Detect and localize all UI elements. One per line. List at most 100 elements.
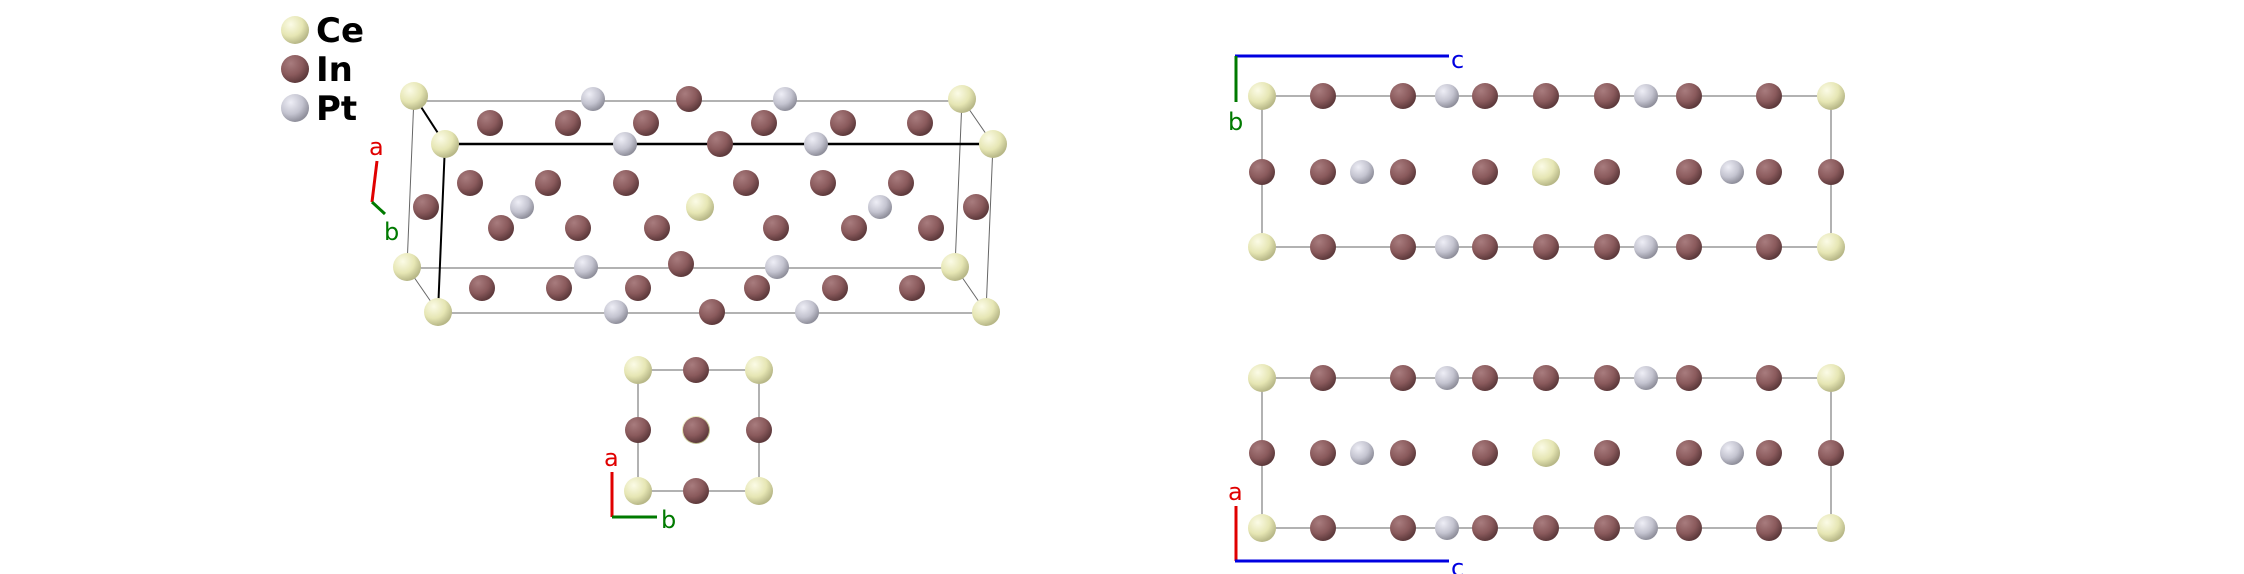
in-atom (1676, 440, 1702, 466)
in-atom (918, 215, 944, 241)
pt-atom (1720, 160, 1744, 184)
in-atom (822, 275, 848, 301)
in-atom (1676, 83, 1702, 109)
ce-atom (948, 85, 976, 113)
ce-atom (941, 253, 969, 281)
pt-atom (765, 255, 789, 279)
pt-atom (604, 300, 628, 324)
in-atom (469, 275, 495, 301)
ce-atom (1248, 82, 1276, 110)
in-atom (1390, 234, 1416, 260)
pt-atom (1350, 160, 1374, 184)
in-atom (1472, 234, 1498, 260)
perspective-view: a b (369, 82, 1007, 326)
legend-label-pt: Pt (316, 89, 357, 129)
in-atom (1594, 159, 1620, 185)
in-atom (1756, 83, 1782, 109)
in-atom (477, 110, 503, 136)
ce-atom (624, 356, 652, 384)
in-atom (1756, 159, 1782, 185)
ce-atom (1817, 82, 1845, 110)
in-atom (668, 251, 694, 277)
in-atom (1756, 515, 1782, 541)
in-atom (744, 275, 770, 301)
ce-swatch-icon (281, 16, 309, 44)
in-atom (830, 110, 856, 136)
in-atom (1310, 234, 1336, 260)
pt-atom (1634, 516, 1658, 540)
in-atom (751, 110, 777, 136)
in-atom (1310, 440, 1336, 466)
in-atom (963, 194, 989, 220)
in-atom (733, 170, 759, 196)
a-axis-label: a (369, 133, 384, 161)
legend: Ce In Pt (281, 11, 364, 129)
in-atom (1472, 159, 1498, 185)
in-atom (1390, 83, 1416, 109)
in-atom (1594, 440, 1620, 466)
in-atom (899, 275, 925, 301)
in-atom (1390, 515, 1416, 541)
pt-atom (1720, 441, 1744, 465)
in-atom (888, 170, 914, 196)
in-atom (841, 215, 867, 241)
in-atom (683, 357, 709, 383)
a-axis-label: a (604, 444, 619, 472)
in-atom (676, 86, 702, 112)
pt-atom (510, 195, 534, 219)
pt-atom (804, 132, 828, 156)
in-swatch-icon (281, 55, 309, 83)
legend-label-in: In (316, 50, 353, 90)
in-atom (1472, 83, 1498, 109)
ce-atom (1248, 364, 1276, 392)
ce-atom (1248, 233, 1276, 261)
in-atom (1756, 440, 1782, 466)
ce-atom (1532, 439, 1560, 467)
view-along-c: a b (604, 356, 773, 534)
in-atom (1818, 159, 1844, 185)
ce-atom (972, 298, 1000, 326)
in-atom (1594, 234, 1620, 260)
in-atom (810, 170, 836, 196)
in-atom (633, 110, 659, 136)
b-axis-label: b (661, 506, 676, 534)
pt-atom (868, 195, 892, 219)
pt-atom (574, 255, 598, 279)
in-atom (763, 215, 789, 241)
in-atom (1472, 365, 1498, 391)
pt-atom (773, 87, 797, 111)
pt-atom (1435, 235, 1459, 259)
pt-atom (1634, 235, 1658, 259)
unit-cell-edge (954, 98, 963, 268)
in-atom (1676, 515, 1702, 541)
in-atom (1472, 440, 1498, 466)
ce-atom (979, 130, 1007, 158)
in-atom (1310, 83, 1336, 109)
in-atom (1676, 159, 1702, 185)
in-atom (625, 275, 651, 301)
ce-atom (1817, 233, 1845, 261)
in-atom (1594, 515, 1620, 541)
ce-atom (1248, 514, 1276, 542)
pt-atom (1435, 84, 1459, 108)
ce-atom (1817, 514, 1845, 542)
pt-atom (1350, 441, 1374, 465)
view-along-a: c b (1228, 46, 1845, 261)
pt-atom (795, 300, 819, 324)
in-atom (707, 131, 733, 157)
in-atom (699, 299, 725, 325)
in-atom (683, 478, 709, 504)
axis-indicator: a b (369, 133, 399, 246)
unit-cell-edge (437, 143, 446, 313)
ce-atom (431, 130, 459, 158)
in-atom (1390, 440, 1416, 466)
in-atom (555, 110, 581, 136)
in-atom (1594, 365, 1620, 391)
pt-atom (1634, 84, 1658, 108)
in-atom (1818, 440, 1844, 466)
in-atom (1756, 365, 1782, 391)
in-atom (1249, 440, 1275, 466)
legend-item-in: In (281, 50, 353, 90)
in-atom (1390, 159, 1416, 185)
ce-atom (1532, 158, 1560, 186)
